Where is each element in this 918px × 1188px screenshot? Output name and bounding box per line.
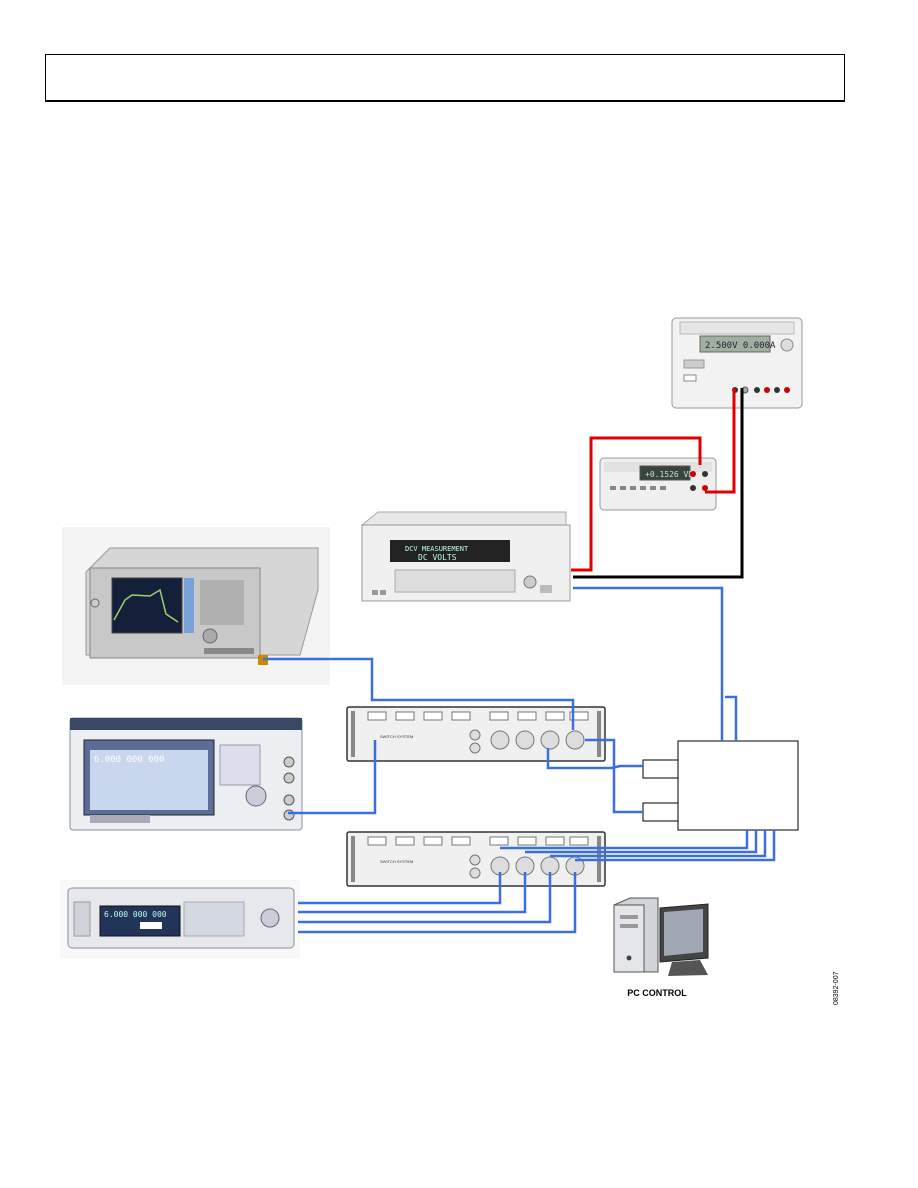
switch-unit-1-label: SWITCH SYSTEM <box>380 734 413 739</box>
daq-display-line2: DC VOLTS <box>418 553 457 562</box>
cables <box>263 388 776 934</box>
figure-code: 08392-007 <box>833 971 840 1005</box>
header-box <box>45 54 845 102</box>
daq-display-line1: DCV MEASUREMENT <box>405 545 469 553</box>
pc-computer: PC CONTROL <box>613 897 709 998</box>
data-acquisition-unit: DCV MEASUREMENT DC VOLTS <box>360 511 571 602</box>
digital-multimeter: +0.1526 VDC <box>599 457 717 511</box>
evaluation-board <box>642 740 799 831</box>
signal-generator-rf-2: 6.000 000 000 <box>60 880 300 958</box>
signal-generator-rf-1: 6.000 000 000 <box>69 717 303 831</box>
power-supply-display: 2.500V 0.000A <box>705 341 776 351</box>
siggen1-display: 6.000 000 000 <box>94 755 164 765</box>
siggen2-display: 6.000 000 000 <box>104 910 167 919</box>
pc-control-label: PC CONTROL <box>627 988 687 998</box>
dmm-display: +0.1526 VDC <box>645 470 698 479</box>
power-supply: 2.500V 0.000A <box>671 317 803 409</box>
switch-unit-2: SWITCH SYSTEM <box>346 831 606 887</box>
spectrum-analyzer <box>62 527 330 685</box>
switch-unit-1: SWITCH SYSTEM <box>346 706 606 762</box>
switch-unit-2-label: SWITCH SYSTEM <box>380 859 413 864</box>
